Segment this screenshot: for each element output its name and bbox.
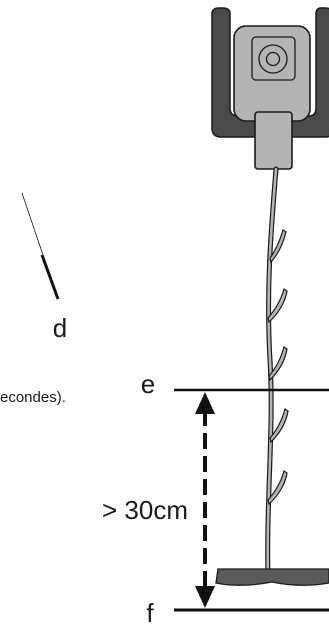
base-weight	[215, 568, 329, 586]
hose-leaf	[269, 229, 287, 264]
hanging-hose	[265, 166, 289, 583]
hose-leaf	[268, 346, 288, 382]
pointer-d	[21, 192, 60, 300]
distance-arrow	[195, 392, 215, 608]
hose-leaf	[269, 408, 289, 444]
truncated-text: econdes).	[0, 389, 66, 406]
label-f: f	[146, 598, 154, 626]
label-distance: > 30cm	[102, 495, 188, 525]
hose-leaf	[267, 470, 288, 506]
device-head	[233, 25, 311, 170]
label-d: d	[53, 313, 67, 343]
label-e: e	[141, 369, 155, 399]
hose-leaf	[267, 288, 288, 324]
